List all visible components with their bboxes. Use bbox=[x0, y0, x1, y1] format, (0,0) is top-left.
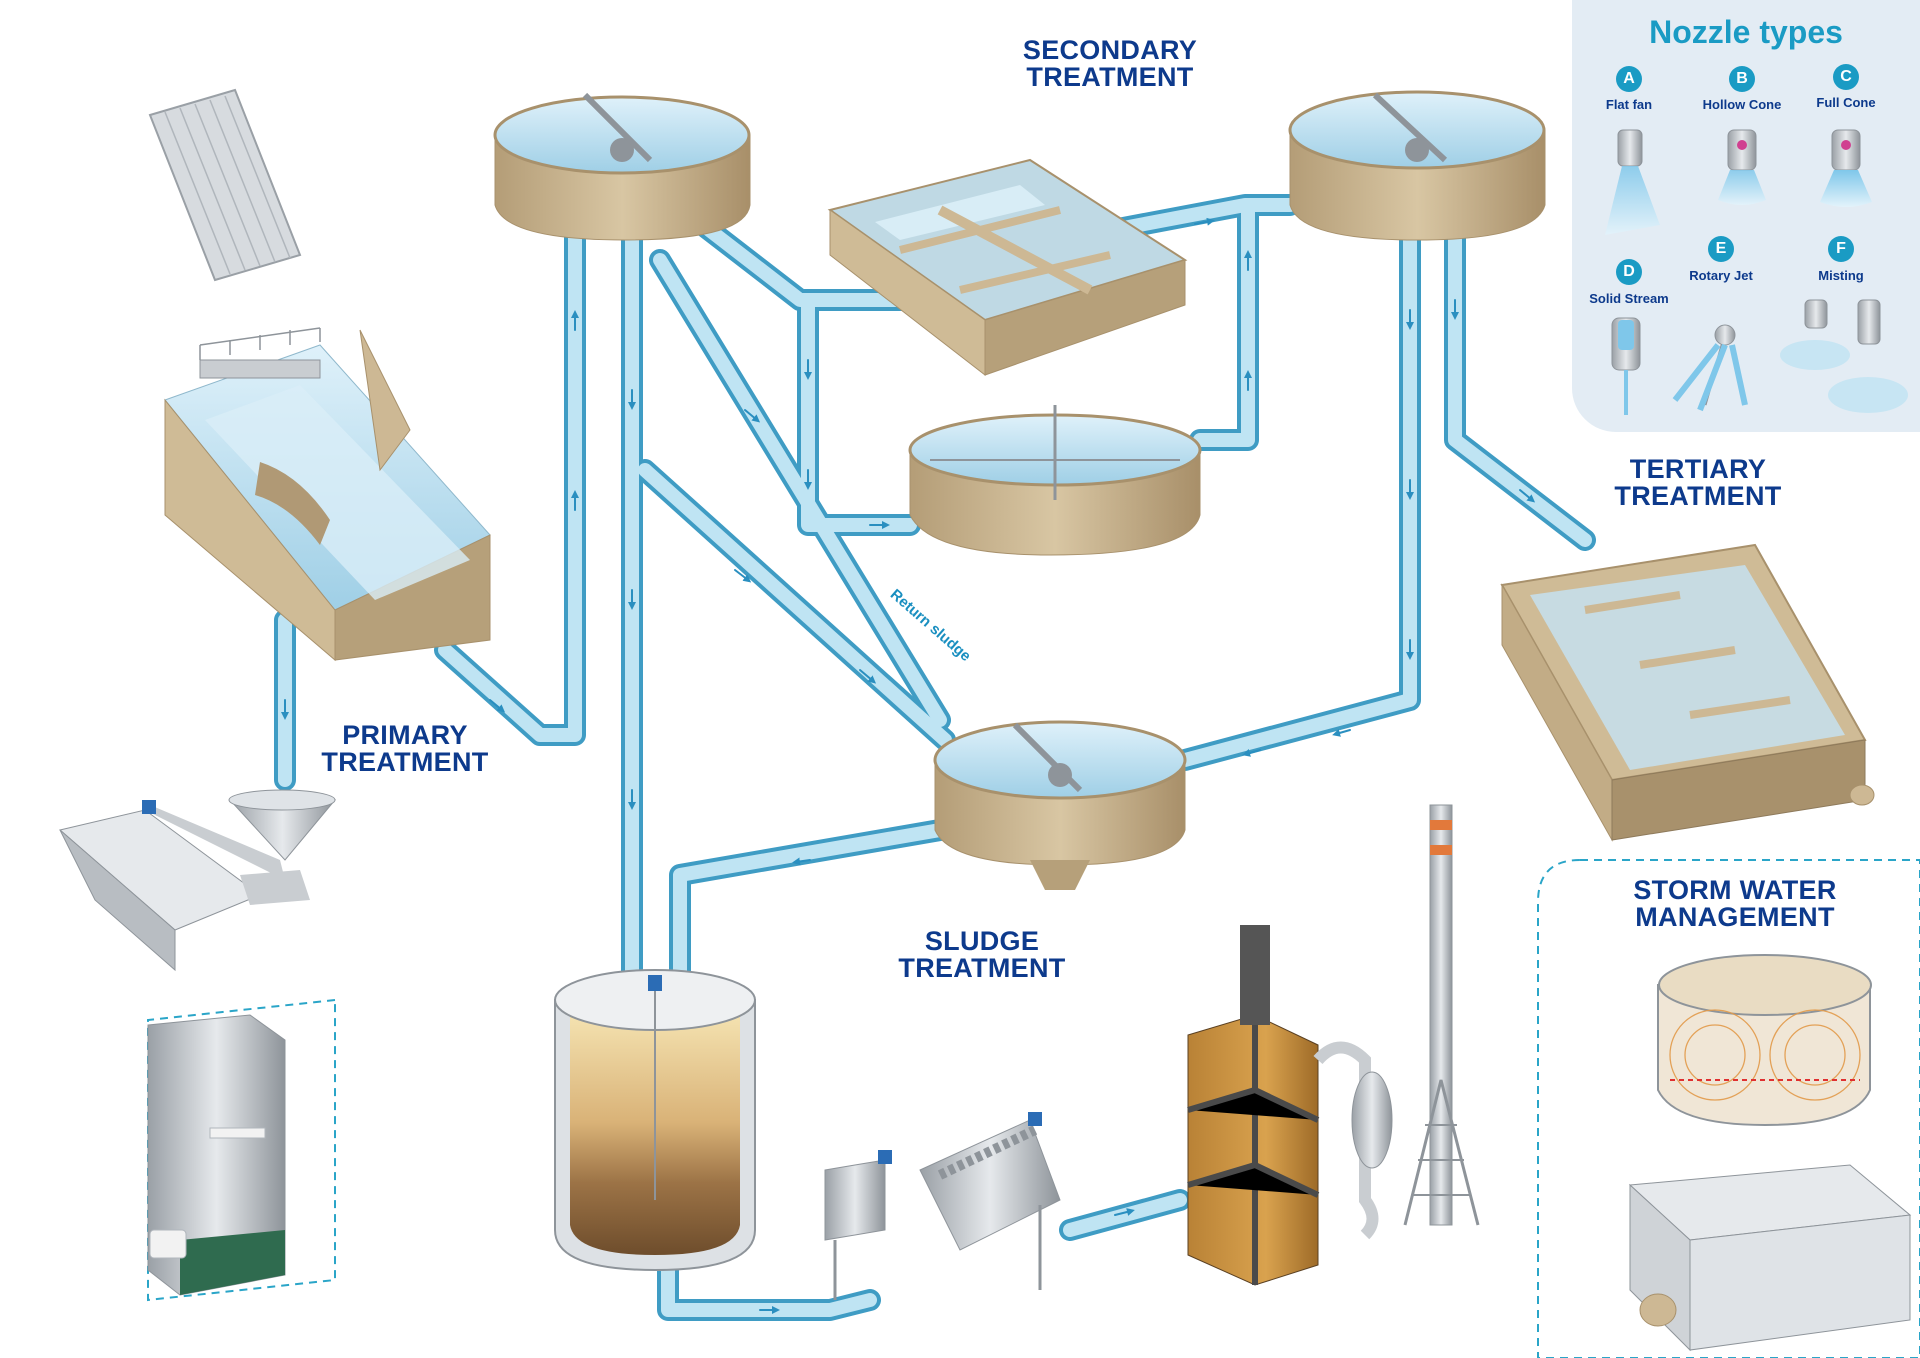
label-sludge-treatment: SLUDGE TREATMENT bbox=[882, 928, 1082, 982]
anaerobic-digester bbox=[554, 969, 756, 1272]
label-sludge-line1: SLUDGE bbox=[924, 926, 1040, 956]
tertiary-filter-basin bbox=[1500, 543, 1875, 842]
storm-rect-tank bbox=[1628, 1164, 1912, 1352]
label-tertiary-line1: TERTIARY bbox=[1629, 454, 1767, 484]
nozzle-name-full-cone: Full Cone bbox=[1816, 95, 1876, 110]
label-primary-treatment: PRIMARY TREATMENT bbox=[305, 722, 505, 776]
chimney-stack bbox=[1403, 804, 1480, 1226]
primary-clarifier-channel bbox=[164, 327, 491, 662]
sludge-thickener-clarifier bbox=[933, 720, 1187, 890]
label-tertiary-line2: TREATMENT bbox=[1614, 481, 1782, 511]
nozzle-name-flat-fan: Flat fan bbox=[1605, 97, 1653, 112]
nozzle-badge-c: C bbox=[1833, 64, 1859, 90]
lamella-plate-pack bbox=[148, 88, 302, 282]
nozzle-badge-e: E bbox=[1708, 236, 1734, 262]
label-secondary-line1: SECONDARY bbox=[1022, 35, 1198, 65]
label-storm-line2: MANAGEMENT bbox=[1635, 902, 1835, 932]
full-cone-icon bbox=[1820, 129, 1872, 207]
misting-icon bbox=[1780, 299, 1908, 413]
flat-fan-icon bbox=[1605, 129, 1660, 235]
label-tertiary-treatment: TERTIARY TREATMENT bbox=[1598, 456, 1798, 510]
oxidation-tank-round bbox=[908, 405, 1202, 556]
nozzle-name-rotary-jet: Rotary Jet bbox=[1689, 268, 1753, 283]
nozzle-name-misting: Misting bbox=[1818, 268, 1864, 283]
label-primary-line2: TREATMENT bbox=[321, 747, 489, 777]
rotary-jet-icon bbox=[1672, 324, 1748, 412]
label-secondary-line2: TREATMENT bbox=[1026, 62, 1194, 92]
nozzle-badge-a: A bbox=[1616, 66, 1642, 92]
label-storm-water-management: STORM WATER MANAGEMENT bbox=[1610, 877, 1860, 931]
label-secondary-treatment: SECONDARY TREATMENT bbox=[1010, 37, 1210, 91]
solid-stream-icon bbox=[1611, 317, 1641, 415]
incinerator-unit bbox=[1187, 925, 1393, 1286]
storm-round-tank bbox=[1657, 954, 1872, 1127]
nozzle-types-title: Nozzle types bbox=[1649, 14, 1843, 50]
storm-water-frame bbox=[1537, 859, 1920, 1358]
label-storm-line1: STORM WATER bbox=[1633, 875, 1837, 905]
secondary-clarifier-right bbox=[1288, 90, 1546, 241]
nozzle-badge-f: F bbox=[1828, 236, 1854, 262]
aeration-basin bbox=[827, 158, 1188, 377]
label-sludge-line2: TREATMENT bbox=[898, 953, 1066, 983]
screw-press-dewatering bbox=[824, 1112, 1061, 1300]
nozzle-name-hollow-cone: Hollow Cone bbox=[1702, 97, 1782, 112]
nozzle-badge-d: D bbox=[1616, 259, 1642, 285]
nozzle-badge-b: B bbox=[1729, 66, 1755, 92]
secondary-clarifier-left bbox=[493, 92, 751, 241]
label-primary-line1: PRIMARY bbox=[342, 720, 468, 750]
nozzle-icons bbox=[1605, 129, 1908, 415]
screen-cabinet bbox=[147, 998, 336, 1302]
hollow-cone-icon bbox=[1718, 129, 1766, 205]
screw-conveyor-grit bbox=[58, 789, 337, 972]
nozzle-name-solid-stream: Solid Stream bbox=[1589, 291, 1669, 306]
